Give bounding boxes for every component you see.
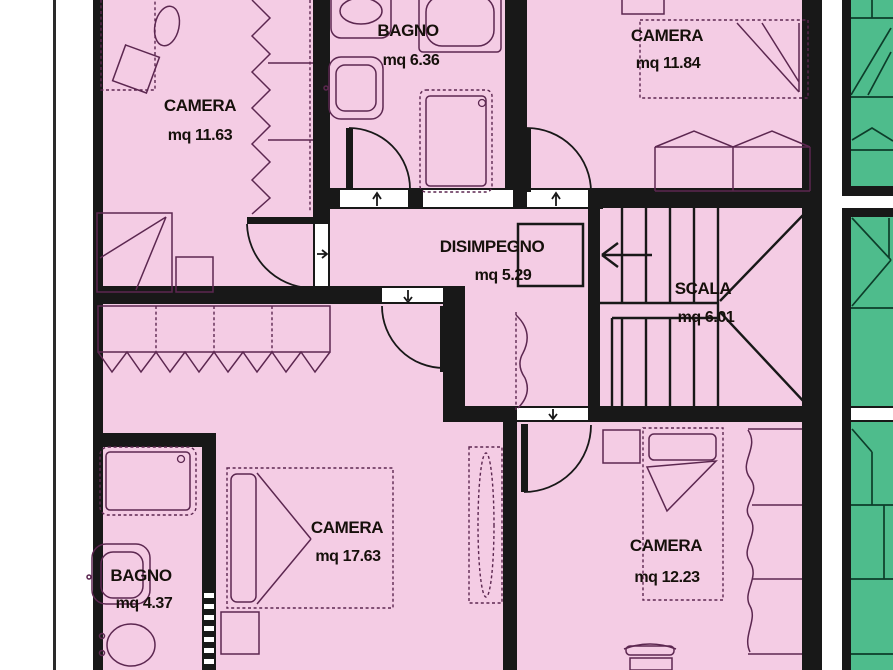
door-leaves (247, 128, 531, 492)
radiator (468, 446, 503, 604)
room-label-camera-se: CAMERA (629, 536, 703, 555)
room-label-disimpegno: DISIMPEGNO (439, 237, 545, 256)
wall-party (802, 0, 822, 670)
wall-scala-left (588, 188, 600, 422)
wall-disimpegno-b (452, 406, 517, 422)
site-boundary-line (53, 0, 56, 670)
wall-camera-sw-top (93, 286, 382, 304)
wall-scala-bottom (595, 406, 802, 422)
camera-se-furniture (602, 427, 802, 670)
doorway-camera-nw (313, 224, 330, 286)
jamb (513, 188, 527, 209)
room-area-camera-nw: mq 11.63 (167, 127, 233, 144)
room-area-scala: mq 6.01 (677, 309, 735, 326)
doorway-arrows (317, 191, 561, 421)
wall-scala-top (600, 188, 802, 208)
sliding-door-bagno (202, 587, 216, 670)
jamb (330, 188, 340, 209)
camera-nw-furniture (96, 0, 313, 293)
staircase-drawing (600, 208, 807, 406)
wall-camera-bagno (313, 0, 330, 224)
adjacent-unit-lines (850, 0, 893, 655)
room-area-bagno-bottom: mq 4.37 (115, 595, 173, 612)
room-area-bagno-top: mq 6.36 (382, 52, 440, 69)
room-area-camera-se: mq 12.23 (634, 569, 700, 586)
room-label-camera-nw: CAMERA (163, 96, 237, 115)
room-area-camera-ne: mq 11.84 (635, 55, 701, 72)
room-label-scala: SCALA (674, 279, 732, 298)
nook-curtain (515, 312, 529, 410)
room-label-camera-sw: CAMERA (310, 518, 384, 537)
wall-camera-divider (503, 422, 517, 670)
jamb (408, 188, 423, 209)
wall-bagno2-top (93, 433, 215, 447)
door-arcs (246, 127, 592, 493)
stair-direction-arrow (601, 242, 652, 268)
wall-adjacent-bot-left (842, 208, 851, 670)
room-label-bagno-top: BAGNO (377, 21, 439, 40)
jamb (590, 188, 603, 209)
camera-ne-furniture (621, 0, 811, 192)
room-label-bagno-bottom: BAGNO (110, 566, 172, 585)
room-area-camera-sw: mq 17.63 (315, 548, 381, 565)
wall-bagno-right (505, 0, 527, 190)
wall-adjacent-bot-top (842, 208, 893, 217)
doorway-camera-sw (382, 286, 443, 304)
disimpegno-box (516, 222, 585, 288)
room-area-disimpegno: mq 5.29 (474, 267, 532, 284)
wall-bagno2-right (202, 433, 216, 587)
room-label-camera-ne: CAMERA (630, 26, 704, 45)
wall-disimpegno-a (443, 286, 465, 422)
bagno-top-fixtures (323, 0, 502, 193)
doorway-band-top (330, 188, 603, 209)
wall-adjacent-top-bottom (842, 186, 893, 196)
bagno-bottom-fixtures (86, 446, 197, 667)
wall-adjacent-top-left (842, 0, 851, 196)
camera-sw-furniture (97, 305, 394, 655)
doorway-adjacent (851, 406, 893, 422)
